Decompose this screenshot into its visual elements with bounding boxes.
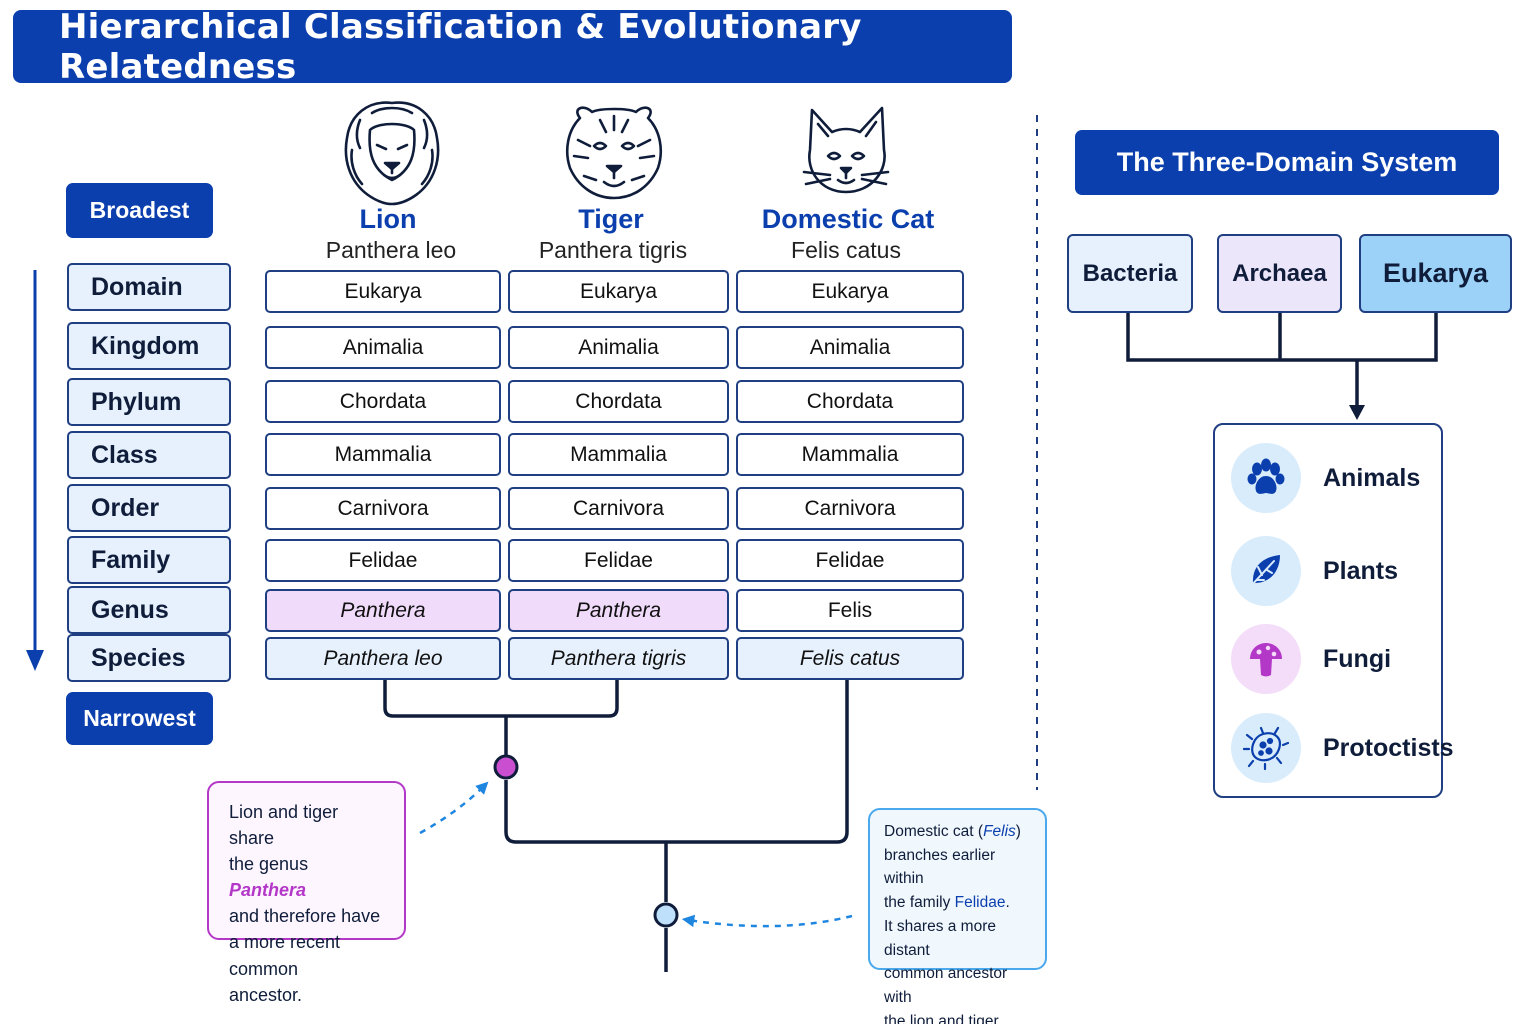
cat-kingdom: Animalia: [736, 326, 964, 369]
domain-bacteria: Bacteria: [1067, 234, 1193, 313]
lion-kingdom: Animalia: [265, 326, 501, 369]
tiger-species: Panthera tigris: [508, 637, 729, 680]
lion-species: Panthera leo: [265, 637, 501, 680]
eukarya-groups-panel: Animals Plants Fungi: [1213, 423, 1454, 798]
lion-name: Lion: [359, 204, 417, 234]
group-protoctists: Protoctists: [1231, 712, 1454, 784]
lion-icon: [344, 101, 440, 206]
domain-archaea: Archaea: [1217, 234, 1342, 313]
rank-family: Family: [67, 536, 231, 584]
tiger-genus: Panthera: [508, 589, 729, 632]
rank-domain: Domain: [67, 263, 231, 311]
microbe-icon: [1231, 713, 1301, 783]
family-ancestor-node: [653, 902, 679, 928]
rank-order: Order: [67, 484, 231, 532]
genus-ancestor-node: [493, 754, 519, 780]
cat-icon: [802, 106, 890, 194]
lion-domain: Eukarya: [265, 270, 501, 313]
cat-family: Felidae: [736, 539, 964, 582]
group-plants: Plants: [1231, 535, 1398, 607]
broadest-label: Broadest: [66, 183, 213, 238]
domain-eukarya: Eukarya: [1359, 234, 1512, 313]
rank-species: Species: [67, 634, 231, 682]
cat-domain: Eukarya: [736, 270, 964, 313]
lion-family: Felidae: [265, 539, 501, 582]
tiger-order: Carnivora: [508, 487, 729, 530]
family-note: Domestic cat (Felis) branches earlier wi…: [868, 808, 1047, 1024]
phylogenetic-tree: [383, 680, 849, 972]
lion-order: Carnivora: [265, 487, 501, 530]
broad-to-narrow-arrow: [26, 270, 44, 671]
tiger-scientific-name: Panthera tigris: [538, 237, 688, 263]
tiger-family: Felidae: [508, 539, 729, 582]
paw-icon: [1231, 443, 1301, 513]
tiger-kingdom: Animalia: [508, 326, 729, 369]
genus-note-arrow: [419, 781, 489, 835]
lion-scientific-name: Panthera leo: [325, 237, 457, 263]
cat-scientific-name: Felis catus: [791, 237, 901, 263]
lion-class: Mammalia: [265, 433, 501, 476]
tiger-icon: [566, 106, 662, 200]
lion-genus: Panthera: [265, 589, 501, 632]
cat-phylum: Chordata: [736, 380, 964, 423]
rank-phylum: Phylum: [67, 378, 231, 426]
lion-phylum: Chordata: [265, 380, 501, 423]
rank-kingdom: Kingdom: [67, 322, 231, 370]
tiger-name: Tiger: [578, 204, 644, 234]
group-fungi: Fungi: [1231, 623, 1391, 695]
cat-genus: Felis: [736, 589, 964, 632]
eukarya-arrow-head: [1349, 405, 1365, 420]
cat-name: Domestic Cat: [761, 204, 935, 234]
three-domain-title: The Three-Domain System: [1075, 130, 1499, 195]
page-title: Hierarchical Classification & Evolutiona…: [13, 7, 1012, 87]
rank-genus: Genus: [67, 586, 231, 634]
leaf-icon: [1231, 536, 1301, 606]
family-note-arrow: [681, 914, 853, 928]
narrowest-label: Narrowest: [66, 692, 213, 745]
cat-class: Mammalia: [736, 433, 964, 476]
tiger-phylum: Chordata: [508, 380, 729, 423]
domain-connectors: [1126, 313, 1438, 408]
mushroom-icon: [1231, 624, 1301, 694]
group-animals: Animals: [1231, 442, 1420, 514]
cat-species: Felis catus: [736, 637, 964, 680]
cat-order: Carnivora: [736, 487, 964, 530]
rank-class: Class: [67, 431, 231, 479]
genus-note: Lion and tiger share the genus Panthera …: [207, 781, 406, 1005]
tiger-class: Mammalia: [508, 433, 729, 476]
tiger-domain: Eukarya: [508, 270, 729, 313]
